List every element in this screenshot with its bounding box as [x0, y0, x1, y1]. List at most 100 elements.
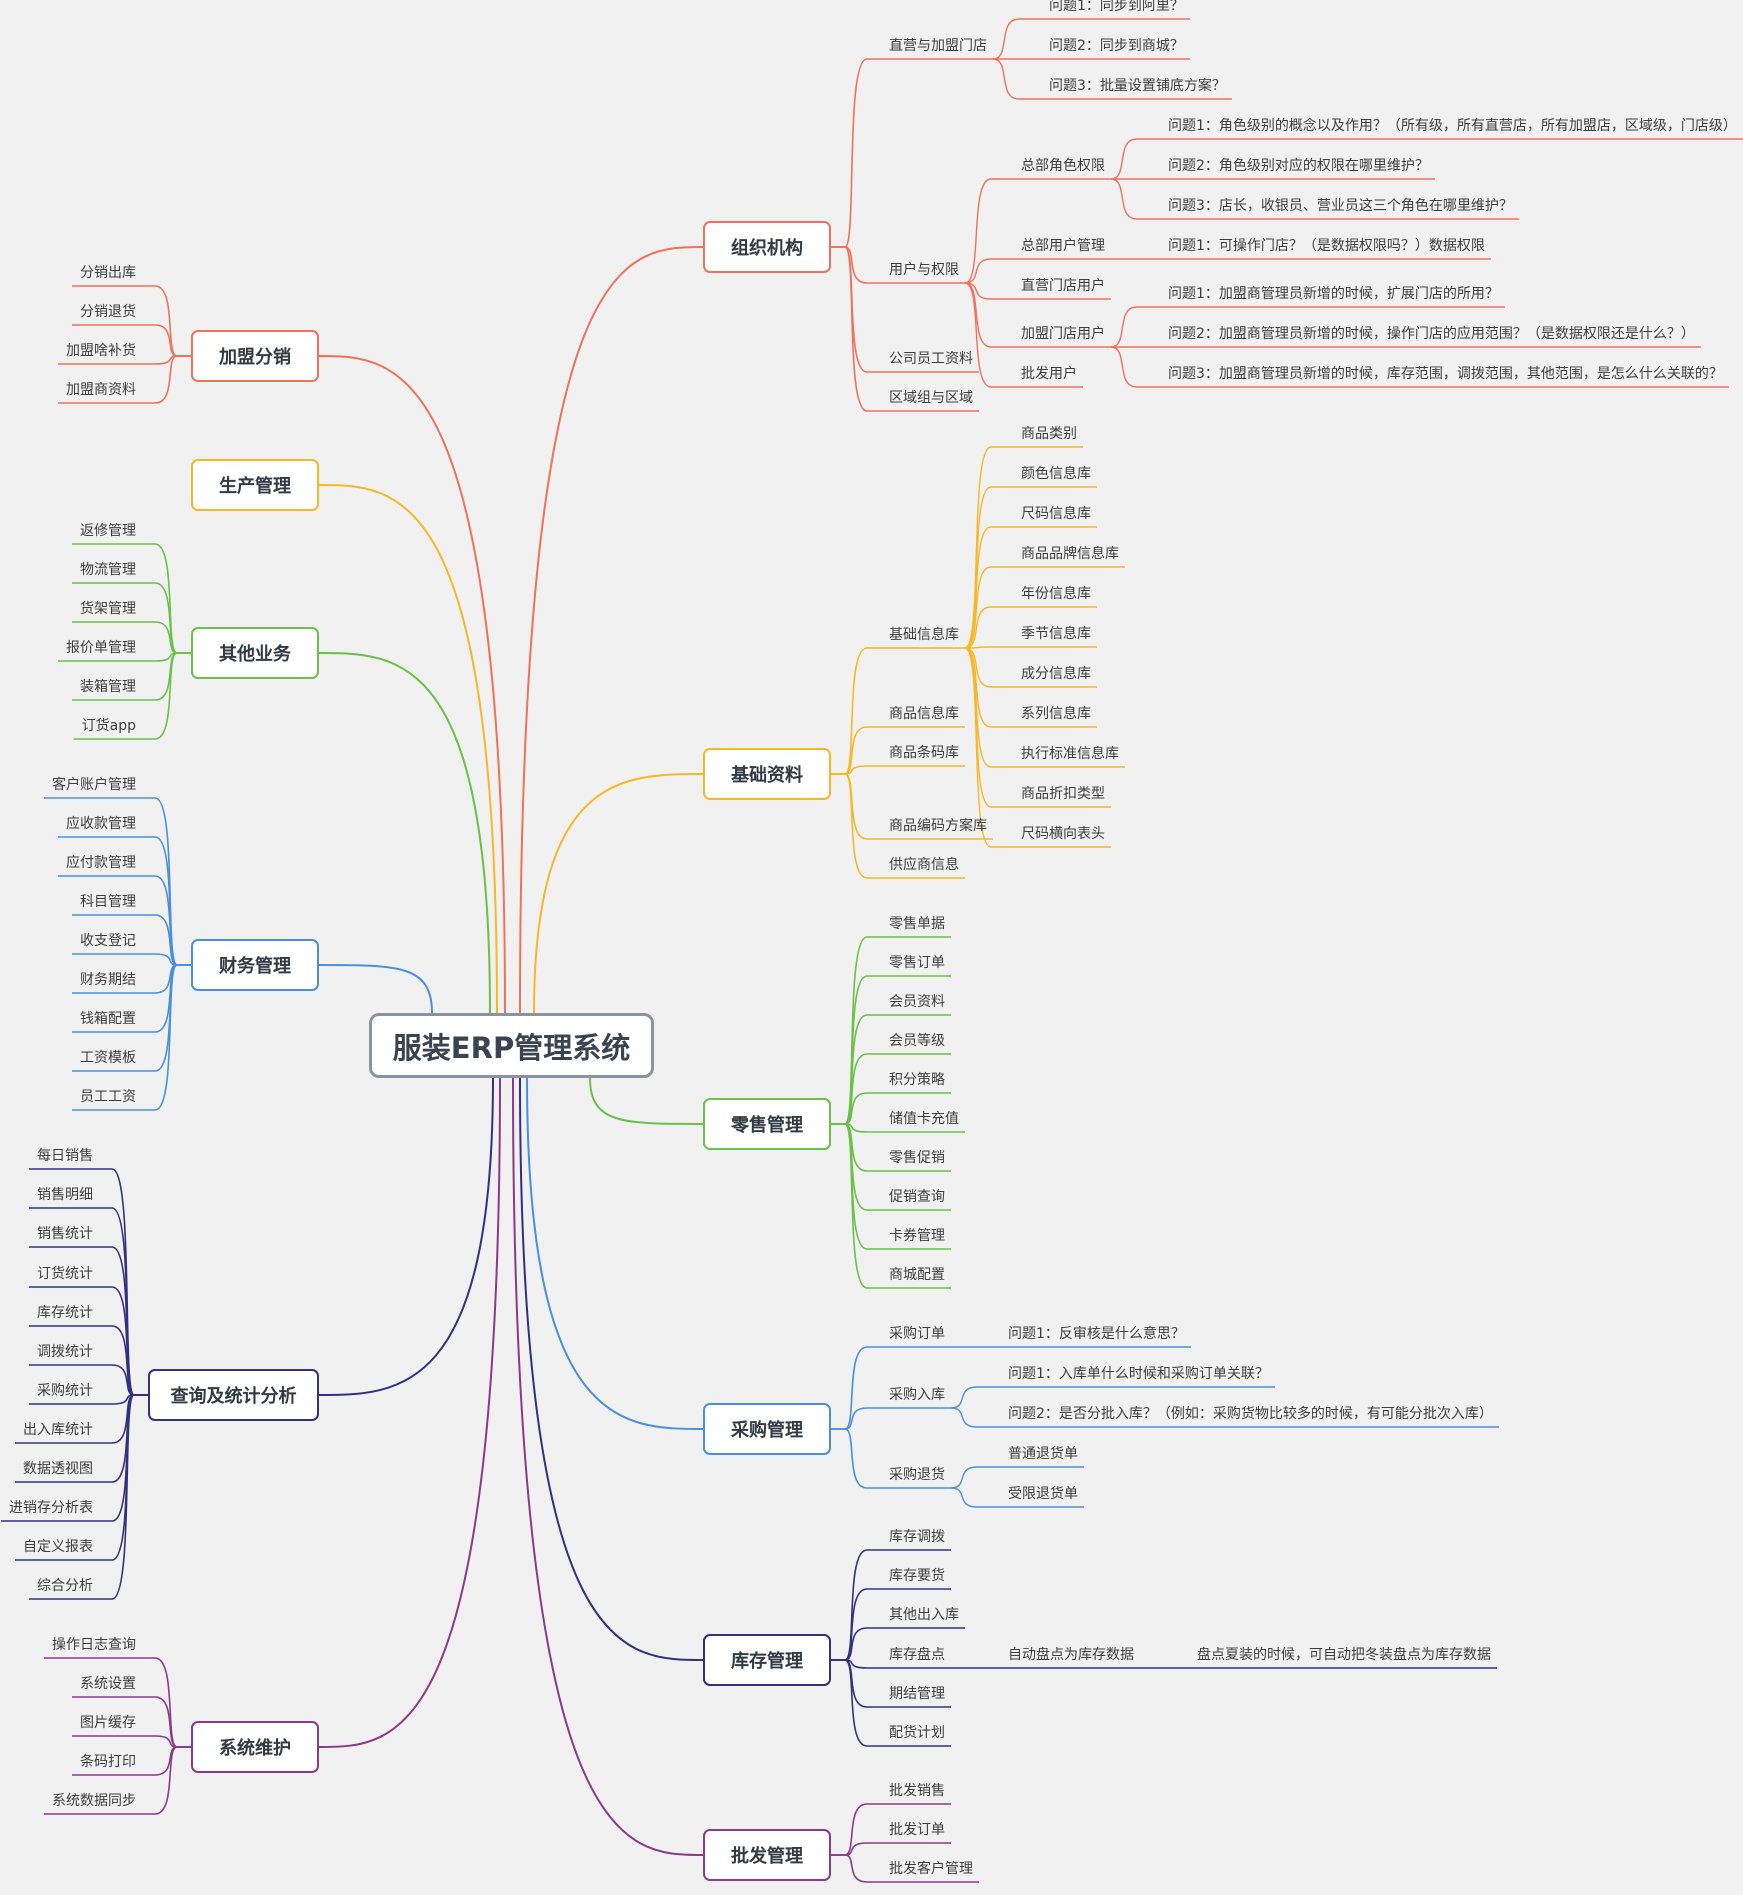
- node-franchise-1[interactable]: 分销退货: [80, 304, 136, 320]
- node-purchase-2-1[interactable]: 受限退货单: [1008, 1486, 1078, 1502]
- node-other-1[interactable]: 物流管理: [80, 562, 136, 578]
- node-other-3[interactable]: 报价单管理: [66, 640, 136, 656]
- node-base-1[interactable]: 商品信息库: [889, 706, 959, 722]
- node-org-2[interactable]: 公司员工资料: [889, 351, 973, 367]
- node-other-0[interactable]: 返修管理: [80, 523, 136, 539]
- node-base-0-5[interactable]: 季节信息库: [1021, 626, 1091, 642]
- node-org-1-0-1[interactable]: 问题2：角色级别对应的权限在哪里维护？: [1168, 158, 1429, 174]
- node-system-2[interactable]: 图片缓存: [80, 1715, 136, 1731]
- node-base-3[interactable]: 商品编码方案库: [889, 818, 987, 834]
- node-retail-5[interactable]: 储值卡充值: [889, 1111, 959, 1127]
- node-base-0-1[interactable]: 颜色信息库: [1021, 466, 1091, 482]
- node-finance-0[interactable]: 客户账户管理: [52, 777, 136, 793]
- node-query-0[interactable]: 每日销售: [37, 1148, 93, 1164]
- node-system-4[interactable]: 系统数据同步: [52, 1793, 136, 1809]
- node-stock-3[interactable]: 库存盘点: [889, 1647, 945, 1663]
- topic-org[interactable]: 组织机构: [703, 221, 831, 273]
- topic-finance[interactable]: 财务管理: [191, 939, 319, 991]
- node-finance-6[interactable]: 钱箱配置: [80, 1011, 136, 1027]
- node-org-1[interactable]: 用户与权限: [889, 262, 959, 278]
- node-org-0-1[interactable]: 问题2：同步到商城？: [1049, 38, 1184, 54]
- node-other-2[interactable]: 货架管理: [80, 601, 136, 617]
- node-query-3[interactable]: 订货统计: [37, 1266, 93, 1282]
- node-base-0-3[interactable]: 商品品牌信息库: [1021, 546, 1119, 562]
- topic-query[interactable]: 查询及统计分析: [148, 1369, 319, 1421]
- node-finance-5[interactable]: 财务期结: [80, 972, 136, 988]
- node-org-1-0-2[interactable]: 问题3：店长，收银员、营业员这三个角色在哪里维护？: [1168, 198, 1513, 214]
- node-stock-2[interactable]: 其他出入库: [889, 1607, 959, 1623]
- node-org-1-3-2[interactable]: 问题3：加盟商管理员新增的时候，库存范围，调拨范围，其他范围，是怎么什么关联的？: [1168, 366, 1723, 382]
- node-base-0-10[interactable]: 尺码横向表头: [1021, 826, 1105, 842]
- topic-system[interactable]: 系统维护: [191, 1721, 319, 1773]
- node-retail-6[interactable]: 零售促销: [889, 1150, 945, 1166]
- topic-stock[interactable]: 库存管理: [703, 1634, 831, 1686]
- node-org-3[interactable]: 区域组与区域: [889, 390, 973, 406]
- node-base-0-7[interactable]: 系列信息库: [1021, 706, 1091, 722]
- node-org-0-2[interactable]: 问题3：批量设置铺底方案？: [1049, 78, 1226, 94]
- topic-wholesale[interactable]: 批发管理: [703, 1829, 831, 1881]
- topic-production[interactable]: 生产管理: [191, 459, 319, 511]
- node-org-1-1-0[interactable]: 问题1：可操作门店？（是数据权限吗？）数据权限: [1168, 238, 1485, 254]
- node-org-0-0[interactable]: 问题1：同步到阿里？: [1049, 0, 1184, 14]
- node-other-5[interactable]: 订货app: [81, 718, 136, 734]
- node-franchise-0[interactable]: 分销出库: [80, 265, 136, 281]
- node-base-0-2[interactable]: 尺码信息库: [1021, 506, 1091, 522]
- node-system-3[interactable]: 条码打印: [80, 1754, 136, 1770]
- node-base-0[interactable]: 基础信息库: [889, 627, 959, 643]
- node-query-10[interactable]: 自定义报表: [23, 1539, 93, 1555]
- node-base-0-6[interactable]: 成分信息库: [1021, 666, 1091, 682]
- node-base-0-8[interactable]: 执行标准信息库: [1021, 746, 1119, 762]
- topic-franchise[interactable]: 加盟分销: [191, 330, 319, 382]
- node-query-6[interactable]: 采购统计: [37, 1383, 93, 1399]
- node-system-0[interactable]: 操作日志查询: [52, 1637, 136, 1653]
- node-org-1-3-1[interactable]: 问题2：加盟商管理员新增的时候，操作门店的应用范围？（是数据权限还是什么？）: [1168, 326, 1695, 342]
- node-query-8[interactable]: 数据透视图: [23, 1461, 93, 1477]
- node-purchase-2[interactable]: 采购退货: [889, 1467, 945, 1483]
- node-retail-2[interactable]: 会员资料: [889, 994, 945, 1010]
- node-query-1[interactable]: 销售明细: [37, 1187, 93, 1203]
- node-purchase-0[interactable]: 采购订单: [889, 1326, 945, 1342]
- node-finance-8[interactable]: 员工工资: [80, 1089, 136, 1105]
- node-retail-1[interactable]: 零售订单: [889, 955, 945, 971]
- node-base-0-0[interactable]: 商品类别: [1021, 426, 1077, 442]
- node-query-7[interactable]: 出入库统计: [23, 1422, 93, 1438]
- node-retail-0[interactable]: 零售单据: [889, 916, 945, 932]
- node-org-1-0[interactable]: 总部角色权限: [1021, 158, 1105, 174]
- topic-base[interactable]: 基础资料: [703, 748, 831, 800]
- node-franchise-3[interactable]: 加盟商资料: [66, 382, 136, 398]
- node-finance-7[interactable]: 工资模板: [80, 1050, 136, 1066]
- topic-retail[interactable]: 零售管理: [703, 1098, 831, 1150]
- node-base-4[interactable]: 供应商信息: [889, 857, 959, 873]
- topic-other[interactable]: 其他业务: [191, 627, 319, 679]
- node-system-1[interactable]: 系统设置: [80, 1676, 136, 1692]
- node-stock-3-0[interactable]: 自动盘点为库存数据: [1008, 1647, 1134, 1663]
- node-query-9[interactable]: 进销存分析表: [9, 1500, 93, 1516]
- node-purchase-1-1[interactable]: 问题2：是否分批入库？（例如：采购货物比较多的时候，有可能分批次入库）: [1008, 1406, 1493, 1422]
- node-wholesale-1[interactable]: 批发订单: [889, 1822, 945, 1838]
- node-retail-3[interactable]: 会员等级: [889, 1033, 945, 1049]
- node-stock-0[interactable]: 库存调拨: [889, 1529, 945, 1545]
- node-base-0-9[interactable]: 商品折扣类型: [1021, 786, 1105, 802]
- node-finance-3[interactable]: 科目管理: [80, 894, 136, 910]
- node-query-4[interactable]: 库存统计: [37, 1305, 93, 1321]
- node-stock-3-0-0[interactable]: 盘点夏装的时候，可自动把冬装盘点为库存数据: [1197, 1647, 1491, 1663]
- node-purchase-1[interactable]: 采购入库: [889, 1387, 945, 1403]
- node-purchase-1-0[interactable]: 问题1：入库单什么时候和采购订单关联？: [1008, 1366, 1269, 1382]
- node-retail-8[interactable]: 卡券管理: [889, 1228, 945, 1244]
- node-retail-4[interactable]: 积分策略: [889, 1072, 945, 1088]
- node-retail-9[interactable]: 商城配置: [889, 1267, 945, 1283]
- node-finance-2[interactable]: 应付款管理: [66, 855, 136, 871]
- node-purchase-0-0[interactable]: 问题1：反审核是什么意思？: [1008, 1326, 1185, 1342]
- node-org-1-4[interactable]: 批发用户: [1021, 366, 1077, 382]
- topic-purchase[interactable]: 采购管理: [703, 1403, 831, 1455]
- node-other-4[interactable]: 装箱管理: [80, 679, 136, 695]
- node-query-11[interactable]: 综合分析: [37, 1578, 93, 1594]
- node-finance-1[interactable]: 应收款管理: [66, 816, 136, 832]
- node-org-1-2[interactable]: 直营门店用户: [1021, 278, 1105, 294]
- node-wholesale-2[interactable]: 批发客户管理: [889, 1861, 973, 1877]
- node-base-2[interactable]: 商品条码库: [889, 745, 959, 761]
- node-base-0-4[interactable]: 年份信息库: [1021, 586, 1091, 602]
- node-query-5[interactable]: 调拨统计: [37, 1344, 93, 1360]
- node-org-0[interactable]: 直营与加盟门店: [889, 38, 987, 54]
- root-node[interactable]: 服装ERP管理系统: [369, 1013, 654, 1078]
